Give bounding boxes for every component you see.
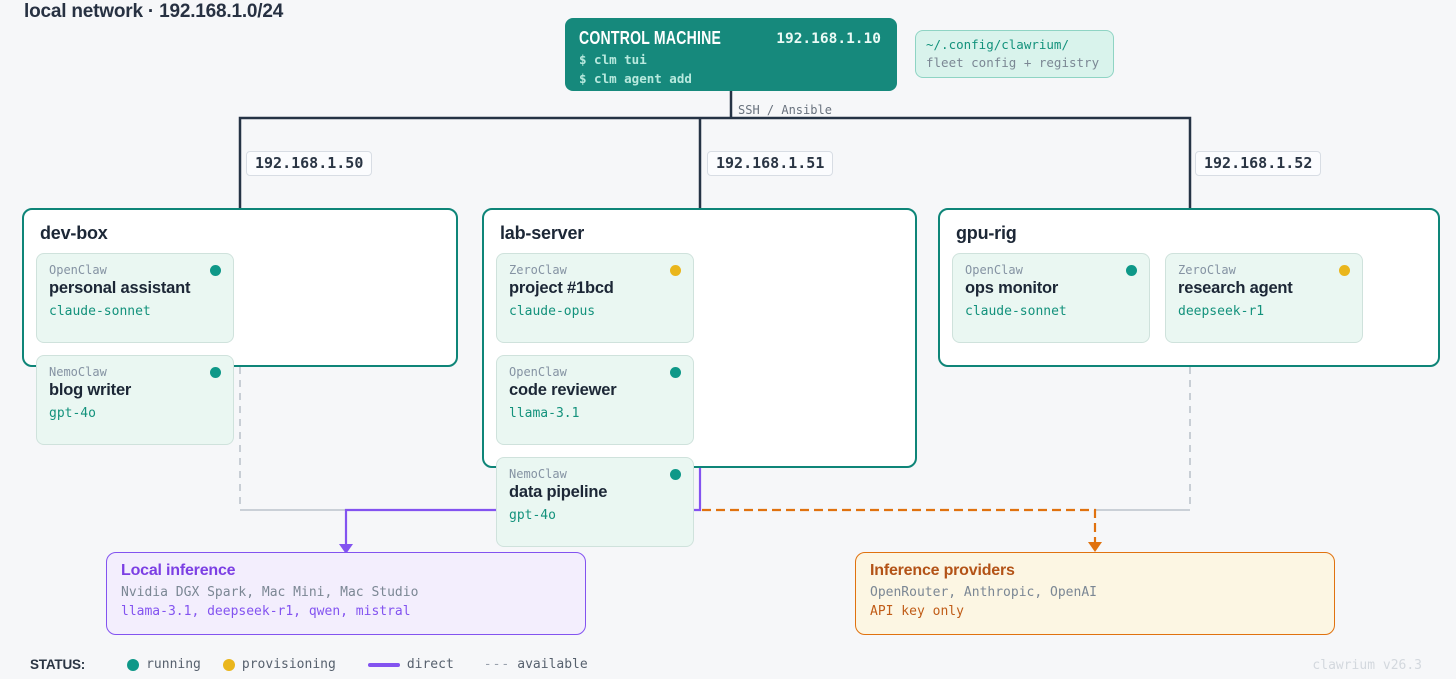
agent-model: gpt-4o: [509, 508, 556, 523]
agent-runtime: OpenClaw: [965, 263, 1023, 277]
inference-providers-box: Inference providers OpenRouter, Anthropi…: [855, 552, 1335, 635]
agent-name: personal assistant: [49, 279, 191, 297]
local-inference-title: Local inference: [121, 562, 236, 579]
legend-provisioning-label: provisioning: [241, 657, 336, 672]
agent-card-ops-monitor[interactable]: OpenClaw ops monitor claude-sonnet: [952, 253, 1150, 343]
control-command-agent-add: $ clm agent add: [579, 71, 692, 86]
host-box-labserver[interactable]: lab-server ZeroClaw project #1bcd claude…: [482, 208, 917, 547]
agent-card-research-agent[interactable]: ZeroClaw research agent deepseek-r1: [1165, 253, 1363, 343]
agent-runtime: NemoClaw: [509, 467, 567, 481]
status-dot: [1339, 264, 1350, 276]
agent-card-data-pipeline[interactable]: NemoClaw data pipeline gpt-4o: [496, 457, 694, 547]
agent-card-code-reviewer[interactable]: OpenClaw code reviewer llama-3.1: [496, 355, 694, 445]
agent-card-personal-assistant[interactable]: OpenClaw personal assistant claude-sonne…: [36, 253, 234, 343]
status-dot: [1126, 264, 1137, 276]
available-dashes-icon: ---: [483, 657, 511, 672]
config-note-box: ~/.config/clawrium/ fleet config + regis…: [915, 30, 1114, 78]
running-dot-icon: [127, 658, 140, 671]
ip-chip-labserver: 192.168.1.51: [707, 151, 834, 176]
ssh-ansible-label: SSH / Ansible: [738, 103, 832, 117]
agent-name: research agent: [1178, 279, 1293, 297]
local-inference-box: Local inference Nvidia DGX Spark, Mac Mi…: [106, 552, 586, 635]
local-inference-hardware: Nvidia DGX Spark, Mac Mini, Mac Studio: [121, 585, 419, 600]
agent-card-project-1bcd[interactable]: ZeroClaw project #1bcd claude-opus: [496, 253, 694, 343]
agent-name: ops monitor: [965, 279, 1059, 297]
control-machine-box[interactable]: CONTROL MACHINE 192.168.1.10 $ clm tui $…: [565, 18, 897, 91]
ssh-bus-line: [238, 91, 1192, 208]
agent-runtime: OpenClaw: [509, 365, 567, 379]
config-description: fleet config + registry: [926, 55, 1100, 70]
legend-running-label: running: [146, 657, 201, 672]
host-box-devbox[interactable]: dev-box OpenClaw personal assistant clau…: [22, 208, 458, 445]
ip-chip-gpurig: 192.168.1.52: [1195, 151, 1322, 176]
host-title: dev-box: [40, 223, 108, 243]
provider-arrowhead: [1088, 542, 1102, 552]
direct-line-icon: [367, 662, 400, 667]
host-box-gpurig[interactable]: gpu-rig OpenClaw ops monitor claude-sonn…: [938, 208, 1440, 367]
agent-runtime: ZeroClaw: [509, 263, 567, 277]
agent-model: claude-sonnet: [965, 304, 1067, 319]
agent-model: deepseek-r1: [1178, 304, 1265, 319]
host-title: lab-server: [500, 223, 585, 243]
agent-runtime: OpenClaw: [49, 263, 107, 277]
provisioning-dot-icon: [222, 658, 235, 671]
agent-runtime: NemoClaw: [49, 365, 107, 379]
agent-model: gpt-4o: [49, 406, 96, 421]
inference-providers-note: API key only: [870, 604, 964, 619]
status-dot: [670, 468, 681, 480]
inference-providers-title: Inference providers: [870, 562, 1015, 579]
legend-status-label: STATUS:: [30, 657, 86, 672]
agent-name: blog writer: [49, 381, 132, 399]
control-machine-ip: 192.168.1.10: [776, 31, 881, 47]
agent-runtime: ZeroClaw: [1178, 263, 1236, 277]
config-path: ~/.config/clawrium/: [926, 37, 1069, 52]
host-title: gpu-rig: [956, 223, 1017, 243]
status-dot: [210, 366, 221, 378]
agent-model: claude-opus: [509, 304, 596, 319]
page-title: local network · 192.168.1.0/24: [24, 1, 284, 22]
inference-providers-vendors: OpenRouter, Anthropic, OpenAI: [870, 585, 1097, 600]
status-dot: [670, 264, 681, 276]
local-inference-models: llama-3.1, deepseek-r1, qwen, mistral: [121, 604, 411, 619]
agent-name: code reviewer: [509, 381, 617, 399]
status-dot: [670, 366, 681, 378]
legend-direct-label: direct: [406, 657, 454, 672]
agent-model: llama-3.1: [509, 406, 580, 421]
agent-card-blog-writer[interactable]: NemoClaw blog writer gpt-4o: [36, 355, 234, 445]
status-dot: [210, 264, 221, 276]
agent-name: data pipeline: [509, 483, 608, 501]
legend-available-label: available: [517, 657, 588, 672]
agent-model: claude-sonnet: [49, 304, 151, 319]
control-command-tui: $ clm tui: [579, 52, 647, 67]
control-machine-title: CONTROL MACHINE: [579, 28, 722, 48]
status-legend: STATUS: running provisioning direct --- …: [30, 657, 610, 672]
ip-chip-devbox: 192.168.1.50: [246, 151, 373, 176]
app-version: clawrium v26.3: [1312, 658, 1422, 673]
agent-name: project #1bcd: [509, 279, 614, 297]
